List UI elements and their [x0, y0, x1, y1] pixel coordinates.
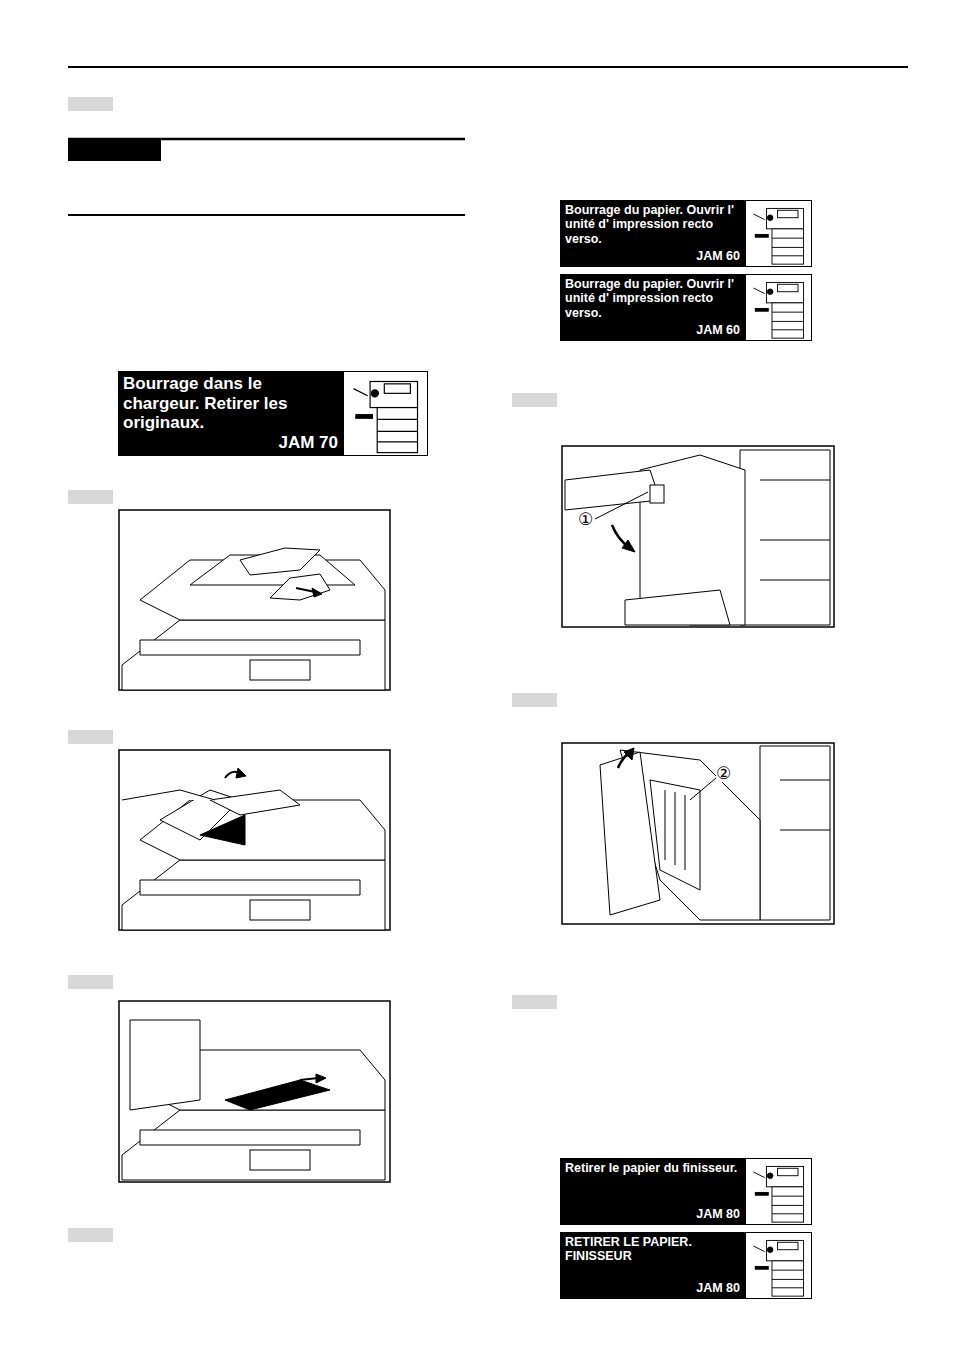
screen-message: Retirer le papier du finisseur. — [565, 1161, 742, 1175]
header-rule — [68, 66, 908, 68]
lcd-panel: RETIRER LE PAPIER. FINISSEUR JAM 80 — [561, 1233, 746, 1298]
screen-message: RETIRER LE PAPIER. FINISSEUR — [565, 1235, 742, 1264]
callout-number: ② — [716, 765, 731, 782]
note-rule — [68, 214, 465, 216]
lcd-panel: Bourrage du papier. Ouvrir l' unité d' i… — [561, 201, 746, 266]
jam-code: JAM 60 — [565, 250, 742, 264]
screen-message: Bourrage du papier. Ouvrir l' unité d' i… — [565, 277, 742, 320]
lcd-panel: Bourrage dans le chargeur. Retirer les o… — [119, 372, 344, 455]
adf-remove-figure — [122, 1020, 385, 1180]
jam-code: JAM 60 — [565, 324, 742, 338]
lcd-message-screen: Retirer le papier du finisseur. JAM 80 — [560, 1158, 812, 1225]
lcd-panel: Retirer le papier du finisseur. JAM 80 — [561, 1159, 746, 1224]
copier-icon — [746, 201, 811, 266]
copier-icon — [746, 1233, 811, 1298]
lcd-message-screen: Bourrage du papier. Ouvrir l' unité d' i… — [560, 274, 812, 341]
callout-number: ① — [578, 511, 593, 528]
note-tag — [68, 140, 161, 161]
lcd-panel: Bourrage du papier. Ouvrir l' unité d' i… — [561, 275, 746, 340]
jam-code: JAM 80 — [565, 1282, 742, 1296]
adf-cover-figure — [122, 768, 385, 930]
lcd-message-screen: Bourrage du papier. Ouvrir l' unité d' i… — [560, 200, 812, 267]
lcd-message-screen: RETIRER LE PAPIER. FINISSEUR JAM 80 — [560, 1232, 812, 1299]
copier-icon — [746, 1159, 811, 1224]
screen-message: Bourrage du papier. Ouvrir l' unité d' i… — [565, 203, 742, 246]
screen-message: Bourrage dans le chargeur. Retirer les o… — [123, 374, 340, 433]
copier-icon — [746, 275, 811, 340]
jam-code: JAM 70 — [123, 434, 340, 453]
adf-figure — [122, 548, 385, 690]
note-rule — [68, 138, 465, 141]
duplex-open-figure — [565, 450, 830, 625]
lcd-message-screen: Bourrage dans le chargeur. Retirer les o… — [118, 371, 428, 456]
duplex-remove-figure — [600, 746, 830, 920]
jam-code: JAM 80 — [565, 1208, 742, 1222]
copier-icon — [344, 372, 427, 455]
step-tags — [68, 97, 557, 1242]
